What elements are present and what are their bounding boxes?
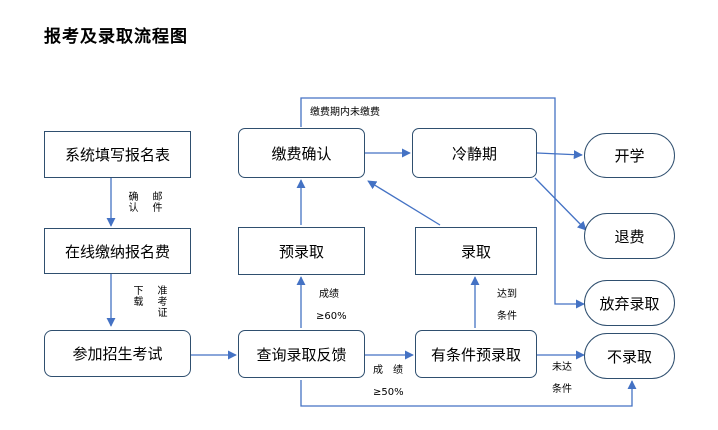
label-confirm: 确认	[128, 192, 139, 214]
label-score-ge50-a: 成 绩	[373, 365, 403, 376]
label-ticket: 准考证	[157, 286, 168, 319]
label-unpaid: 缴费期内未缴费	[310, 107, 380, 118]
node-not-admitted: 不录取	[584, 333, 675, 379]
node-cond-pre-admit: 有条件预录取	[415, 330, 537, 378]
node-cooling: 冷静期	[412, 128, 537, 178]
label-download: 下载	[133, 286, 144, 308]
node-fill-form: 系统填写报名表	[44, 131, 191, 178]
page-title: 报考及录取流程图	[44, 27, 188, 47]
label-reach-a: 达到	[497, 289, 517, 300]
node-query: 查询录取反馈	[238, 330, 365, 378]
node-pre-admit: 预录取	[238, 227, 365, 275]
arrow-unpaid-to-giveup	[300, 97, 585, 309]
node-give-up: 放弃录取	[584, 280, 675, 326]
label-not-reach-a: 未达	[552, 362, 572, 373]
label-score-ge60-a: 成绩	[319, 289, 339, 300]
arrow-query-to-notadmitted	[300, 380, 637, 407]
node-pay-confirm: 缴费确认	[238, 128, 365, 178]
node-refund: 退费	[584, 213, 675, 259]
label-reach-b: 条件	[497, 311, 517, 322]
arrow-cooling-to-start	[536, 150, 583, 160]
arrow-admit-to-payconfirm	[367, 180, 441, 226]
node-school-start: 开学	[584, 133, 675, 178]
label-score-ge60-b: ≥60%	[316, 311, 347, 322]
arrow-cooling-to-refund	[534, 177, 587, 231]
label-email: 邮件	[152, 192, 163, 214]
node-pay-fee: 在线缴纳报名费	[44, 228, 191, 274]
node-exam: 参加招生考试	[44, 330, 191, 377]
label-score-ge50-b: ≥50%	[373, 387, 404, 398]
label-not-reach-b: 条件	[552, 384, 572, 395]
node-admit: 录取	[415, 227, 537, 275]
